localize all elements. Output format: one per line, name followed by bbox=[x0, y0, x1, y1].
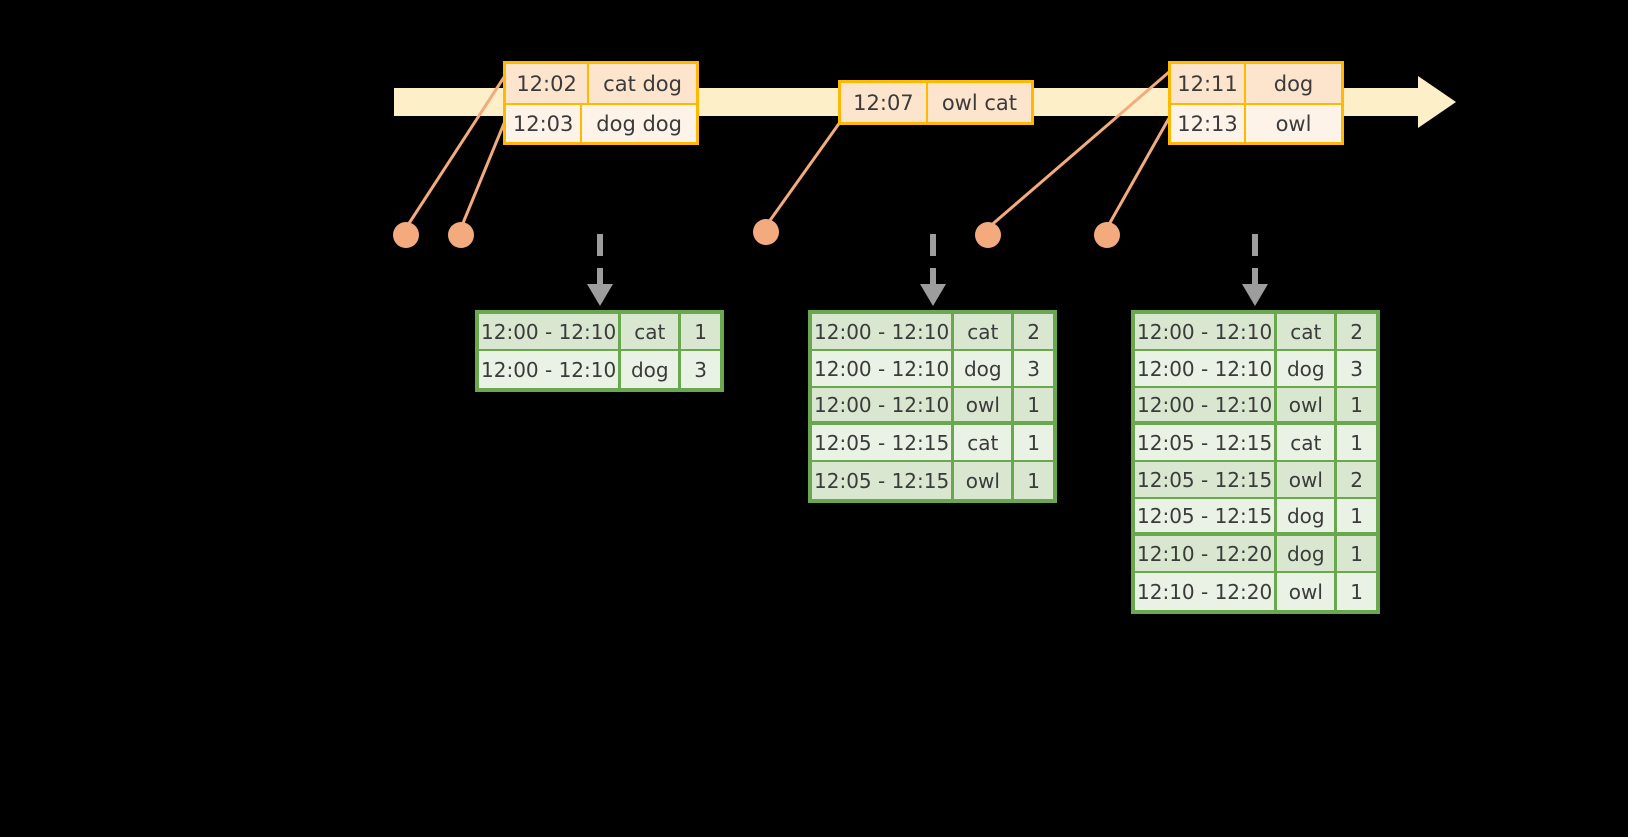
cell-window: 12:00 - 12:10 bbox=[812, 388, 955, 425]
cell-count: 2 bbox=[1337, 462, 1377, 499]
leader-line-3 bbox=[764, 117, 845, 227]
cell-count: 3 bbox=[694, 357, 708, 382]
cell-count: 1 bbox=[1014, 388, 1054, 425]
cell-window: 12:10 - 12:20 bbox=[1135, 536, 1278, 573]
event-words: owl cat bbox=[941, 90, 1017, 115]
cell-window: 12:00 - 12:10 bbox=[479, 314, 622, 351]
cell-window: 12:10 - 12:20 bbox=[1135, 573, 1278, 610]
event-box-1[interactable]: 12:02 cat dog 12:03 dog dog bbox=[503, 61, 699, 145]
cell-window: 12:05 - 12:15 bbox=[812, 462, 955, 499]
cell-key: cat bbox=[954, 314, 1015, 351]
event-box-3[interactable]: 12:11 dog 12:13 owl bbox=[1168, 61, 1344, 145]
cell-key: owl bbox=[954, 388, 1015, 425]
event-words: dog bbox=[1273, 71, 1314, 96]
cell-window: 12:05 - 12:15 bbox=[1135, 425, 1278, 462]
cell-count: 1 bbox=[1337, 425, 1377, 462]
event-dot-5[interactable] bbox=[1094, 222, 1120, 248]
cell-count: 1 bbox=[1014, 425, 1054, 462]
event-time: 12:11 bbox=[1171, 64, 1246, 103]
cell-count: 3 bbox=[1337, 351, 1377, 388]
cell-key: owl bbox=[1277, 462, 1338, 499]
cell-key: dog bbox=[1277, 499, 1338, 536]
cell-count: 1 bbox=[1027, 468, 1041, 493]
event-words: cat dog bbox=[603, 71, 682, 96]
cell-count: 2 bbox=[1014, 314, 1054, 351]
emit-arrow-3 bbox=[1242, 234, 1268, 306]
cell-window: 12:05 - 12:15 bbox=[812, 425, 955, 462]
event-dot-2[interactable] bbox=[448, 222, 474, 248]
leader-line-5 bbox=[1105, 103, 1179, 229]
event-row: 12:13 owl bbox=[1171, 103, 1341, 142]
timeline-arrowhead-icon bbox=[1418, 76, 1456, 128]
event-time: 12:07 bbox=[841, 83, 928, 122]
emit-arrow-1 bbox=[587, 234, 613, 306]
event-dot-1[interactable] bbox=[393, 222, 419, 248]
cell-window: 12:00 - 12:10 bbox=[1135, 388, 1278, 425]
cell-count: 1 bbox=[1337, 536, 1377, 573]
cell-key: owl bbox=[1277, 573, 1338, 610]
cell-key: dog bbox=[1277, 536, 1338, 573]
cell-window: 12:00 - 12:10 bbox=[479, 351, 622, 388]
event-words: owl bbox=[1275, 111, 1312, 136]
cell-key: dog bbox=[1277, 351, 1338, 388]
event-row: 12:11 dog bbox=[1171, 64, 1341, 103]
event-dot-3[interactable] bbox=[753, 219, 779, 245]
cell-count: 1 bbox=[1350, 579, 1364, 604]
cell-count: 1 bbox=[1337, 388, 1377, 425]
cell-key: cat bbox=[621, 314, 682, 351]
cell-window: 12:00 - 12:10 bbox=[812, 351, 955, 388]
cell-count: 3 bbox=[1014, 351, 1054, 388]
event-time: 12:02 bbox=[506, 64, 590, 103]
cell-key: owl bbox=[954, 462, 1015, 499]
cell-window: 12:00 - 12:10 bbox=[1135, 314, 1278, 351]
event-time: 12:13 bbox=[1171, 105, 1246, 142]
cell-key: cat bbox=[1277, 425, 1338, 462]
emit-arrow-2 bbox=[920, 234, 946, 306]
cell-key: cat bbox=[954, 425, 1015, 462]
event-dot-4[interactable] bbox=[975, 222, 1001, 248]
event-time: 12:03 bbox=[506, 105, 583, 142]
cell-count: 1 bbox=[681, 314, 721, 351]
cell-window: 12:05 - 12:15 bbox=[1135, 462, 1278, 499]
event-box-2[interactable]: 12:07 owl cat bbox=[838, 80, 1034, 125]
event-row: 12:02 cat dog bbox=[506, 64, 696, 103]
cell-window: 12:00 - 12:10 bbox=[1135, 351, 1278, 388]
event-row: 12:07 owl cat bbox=[841, 83, 1031, 122]
event-row: 12:03 dog dog bbox=[506, 103, 696, 142]
cell-key: owl bbox=[1277, 388, 1338, 425]
cell-count: 2 bbox=[1337, 314, 1377, 351]
cell-key: dog bbox=[954, 351, 1015, 388]
cell-key: cat bbox=[1277, 314, 1338, 351]
cell-key: dog bbox=[621, 351, 682, 388]
cell-window: 12:05 - 12:15 bbox=[1135, 499, 1278, 536]
event-words: dog dog bbox=[596, 111, 682, 136]
cell-window: 12:00 - 12:10 bbox=[812, 314, 955, 351]
cell-count: 1 bbox=[1337, 499, 1377, 536]
